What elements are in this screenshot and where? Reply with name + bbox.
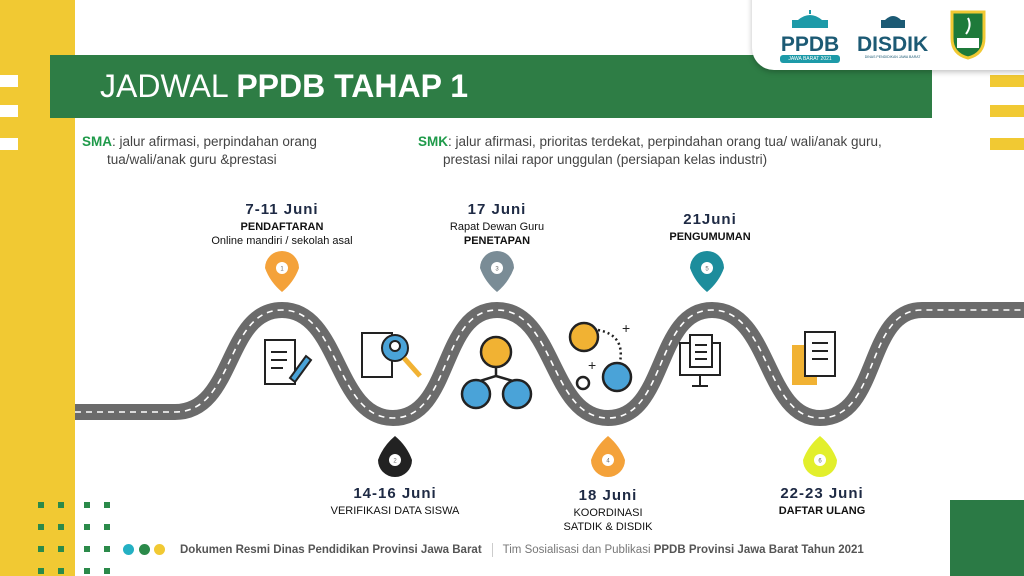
footer-dot-teal xyxy=(123,544,134,555)
step-pin-3: 3 xyxy=(480,251,514,292)
team-hierarchy-icon xyxy=(460,335,533,410)
step-number: 3 xyxy=(495,267,499,273)
footer-left: Dokumen Resmi Dinas Pendidikan Provinsi … xyxy=(180,544,482,557)
ppdb-subtext: JAWA BARAT 2021 xyxy=(780,55,840,63)
step-pin-1: 1 xyxy=(265,251,299,292)
step-number: 2 xyxy=(393,459,397,465)
step-date: 18 Juni xyxy=(578,487,638,504)
deco-square xyxy=(0,75,18,87)
step-date: 14-16 Juni xyxy=(353,485,437,502)
footer-dot-yellow xyxy=(154,544,165,555)
ppdb-logo: PPDB JAWA BARAT 2021 xyxy=(780,10,840,63)
smk-description: SMK: jalur afirmasi, prioritas terdekat,… xyxy=(418,133,882,169)
disdik-logo: DISDIK DINAS PENDIDIKAN JAWA BARAT xyxy=(857,10,928,59)
step-number: 1 xyxy=(280,267,284,273)
step-number: 5 xyxy=(705,267,709,273)
building-icon xyxy=(880,16,905,28)
deco-dot xyxy=(38,546,44,552)
connect-users-icon: ++ xyxy=(568,320,633,393)
step-date: 22-23 Juni xyxy=(780,485,864,502)
search-profile-icon xyxy=(361,332,422,378)
step-sub: SATDIK & DISDIK xyxy=(563,521,653,533)
deco-dot xyxy=(104,568,110,574)
svg-text:+: + xyxy=(588,357,596,373)
deco-dot xyxy=(84,546,90,552)
deco-dot xyxy=(104,502,110,508)
deco-square xyxy=(990,75,1024,87)
step-title: PENGUMUMAN xyxy=(669,231,751,243)
deco-dot xyxy=(84,568,90,574)
step-pin-6: 6 xyxy=(803,436,837,477)
sma-description: SMA: jalur afirmasi, perpindahan orang t… xyxy=(82,133,317,169)
step-title: PENETAPAN xyxy=(463,235,531,247)
deco-dot xyxy=(58,502,64,508)
step-date: 7-11 Juni xyxy=(245,201,319,218)
footer-right-pre: Tim Sosialisasi dan Publikasi xyxy=(502,544,654,557)
disdik-text: DISDIK xyxy=(857,33,929,56)
step-number: 4 xyxy=(606,459,610,465)
document-pen-icon xyxy=(264,339,313,385)
step-date: 21Juni xyxy=(683,211,737,228)
deco-square xyxy=(0,138,18,150)
deco-square xyxy=(990,105,1024,117)
step-pin-4: 4 xyxy=(591,436,625,477)
document-exchange-icon xyxy=(792,331,836,385)
deco-dot xyxy=(38,568,44,574)
deco-square xyxy=(990,138,1024,150)
deco-dot xyxy=(58,568,64,574)
road xyxy=(75,301,1024,427)
deco-dot xyxy=(38,524,44,530)
step-date: 17 Juni xyxy=(467,201,527,218)
deco-dot xyxy=(84,524,90,530)
deco-dot xyxy=(58,524,64,530)
ppdb-text: PPDB xyxy=(780,33,840,56)
step-pin-5: 5 xyxy=(690,251,724,292)
step-title: PENDAFTARAN xyxy=(240,221,324,233)
deco-dot xyxy=(38,502,44,508)
sma-key: SMA xyxy=(82,134,112,149)
step-title: DAFTAR ULANG xyxy=(778,505,866,517)
logo-box: PPDB JAWA BARAT 2021 DISDIK DINAS PENDID… xyxy=(752,0,1024,70)
smk-key: SMK xyxy=(418,134,448,149)
footer: Dokumen Resmi Dinas Pendidikan Provinsi … xyxy=(180,543,864,557)
step-sub: Online mandiri / sekolah asal xyxy=(211,235,353,247)
disdik-subtext: DINAS PENDIDIKAN JAWA BARAT xyxy=(864,55,921,59)
sma-line2: tua/wali/anak guru &prestasi xyxy=(107,152,277,167)
deco-dot xyxy=(58,546,64,552)
svg-text:+: + xyxy=(622,320,630,336)
smk-line2: prestasi nilai rapor unggulan (persiapan… xyxy=(443,152,768,167)
deco-dot xyxy=(84,502,90,508)
green-corner-block xyxy=(950,500,1024,576)
jabar-emblem-icon xyxy=(950,10,986,60)
sma-line1: : jalur afirmasi, perpindahan orang xyxy=(112,134,317,149)
footer-right-bold: PPDB Provinsi Jawa Barat Tahun 2021 xyxy=(653,544,864,557)
deco-dot xyxy=(104,524,110,530)
deco-square xyxy=(0,105,18,117)
step-title: VERIFIKASI DATA SISWA xyxy=(330,505,460,517)
step-pre: Rapat Dewan Guru xyxy=(449,221,545,233)
smk-line1: : jalur afirmasi, prioritas terdekat, pe… xyxy=(448,134,882,149)
step-number: 6 xyxy=(818,459,822,465)
title-bold: PPDB TAHAP 1 xyxy=(236,68,469,104)
monitor-checklist-icon xyxy=(679,334,721,387)
step-title: KOORDINASI xyxy=(573,507,643,519)
step-pin-2: 2 xyxy=(378,436,412,477)
building-icon xyxy=(792,10,828,28)
title-light: JADWAL xyxy=(100,68,228,104)
footer-dot-green xyxy=(139,544,150,555)
deco-dot xyxy=(104,546,110,552)
